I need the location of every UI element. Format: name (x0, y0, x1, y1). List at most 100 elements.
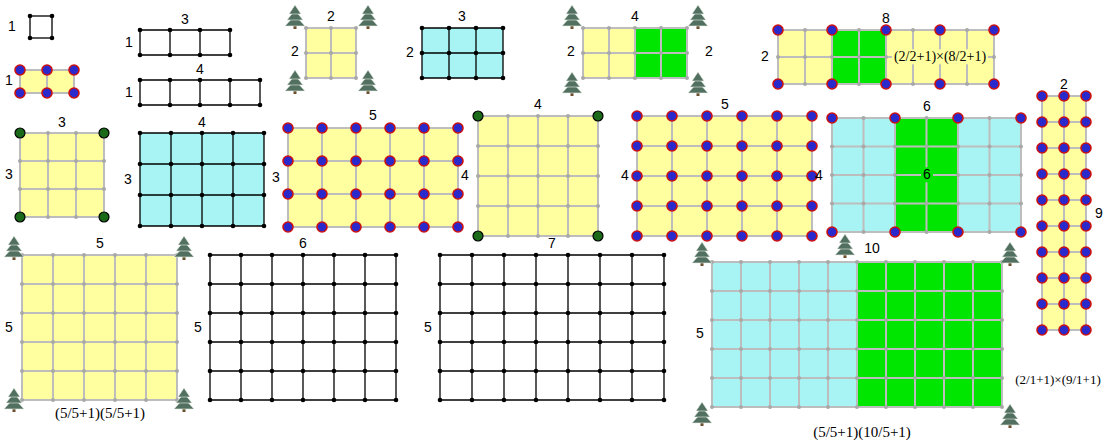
grid-dot (1000, 318, 1004, 322)
square-grid (632, 111, 817, 241)
grid-dot (138, 28, 143, 33)
dimension-label: 3 (58, 115, 66, 130)
grid-dot (200, 162, 205, 167)
grid-dot (168, 53, 173, 58)
grid-dot (797, 289, 801, 293)
grid-dot (502, 282, 507, 287)
grid-line (1085, 96, 1087, 330)
grid-dot (198, 53, 203, 58)
grid-dot (301, 253, 306, 258)
post-dot (667, 141, 677, 151)
grid-dot (830, 173, 834, 177)
grid-dot (855, 289, 859, 293)
pine-tree (285, 5, 305, 29)
grid-line (20, 216, 104, 218)
grid-dot (857, 82, 861, 86)
grid-dot (200, 193, 205, 198)
grid-line (22, 341, 177, 343)
grid-dot (332, 398, 337, 403)
grid-dot (566, 369, 571, 374)
post-dot (953, 227, 963, 237)
dimension-label: 4 (631, 9, 639, 24)
post-dot (1037, 169, 1047, 179)
grid-dot (633, 76, 637, 80)
grid-line (201, 133, 202, 226)
grid-dot (913, 376, 917, 380)
post-dot (385, 222, 395, 232)
grid-line (29, 16, 30, 38)
grid-dot (363, 340, 368, 345)
grid-dot (925, 202, 929, 206)
grid-line (957, 118, 959, 232)
grid-line (478, 115, 598, 117)
grid-dot (971, 289, 975, 293)
grid-fill (712, 262, 857, 407)
grid-line (103, 133, 105, 217)
dimension-label: 5 (369, 108, 377, 123)
grid-dot (596, 144, 600, 148)
dimension-label: 1 (125, 35, 133, 50)
post-dot (1037, 247, 1047, 257)
grid-dot (988, 116, 992, 120)
grid-line (827, 262, 829, 407)
grid-dot (534, 253, 539, 258)
grid-dot (447, 76, 452, 81)
grid-line (20, 188, 104, 190)
grid-line (209, 255, 210, 400)
grid-dot (420, 51, 425, 56)
grid-line (832, 231, 1021, 233)
grid-dot (175, 340, 179, 344)
grid-fill (886, 30, 994, 84)
grid-dot (630, 340, 635, 345)
grid-line (631, 255, 632, 400)
grid-dot (506, 234, 510, 238)
post-dot (453, 189, 463, 199)
grid-dot (304, 26, 308, 30)
grid-dot (710, 347, 714, 351)
grid-dot (102, 159, 106, 163)
grid-dot (138, 103, 143, 108)
grid-dot (566, 114, 570, 118)
post-dot (69, 65, 79, 75)
dimension-label: 2 (761, 49, 769, 64)
grid-dot (144, 398, 148, 402)
post-dot (935, 25, 945, 35)
grid-fill (857, 262, 1002, 407)
grid-line (583, 77, 687, 79)
grid-dot (598, 398, 603, 403)
grid-dot (169, 193, 174, 198)
grid-dot (662, 369, 667, 374)
grid-line (608, 28, 610, 78)
grid-line (831, 118, 833, 232)
post-dot (667, 231, 677, 241)
grid-dot (476, 174, 480, 178)
grid-dot (470, 398, 475, 403)
grid-line (199, 30, 200, 55)
post-dot (283, 222, 293, 232)
grid-dot (46, 131, 50, 135)
grid-dot (913, 289, 917, 293)
grid-dot (46, 215, 50, 219)
grid-dot (768, 376, 772, 380)
grid-line (637, 235, 812, 237)
post-dot (453, 222, 463, 232)
grid-dot (659, 51, 663, 55)
pine-tree (692, 242, 712, 266)
grid-dot (1000, 376, 1004, 380)
grid-line (1063, 96, 1065, 330)
grid-dot (913, 260, 917, 264)
area-formula: (2/1+1)×(9/1+1) (1015, 373, 1101, 387)
grid-dot (470, 340, 475, 345)
grid-dot (270, 282, 275, 287)
square-grid (1037, 91, 1091, 335)
grid-dot (988, 173, 992, 177)
grid-dot (168, 78, 173, 83)
grid-line (75, 133, 77, 217)
post-dot (772, 111, 782, 121)
grid-dot (992, 55, 996, 59)
dimension-label: 4 (198, 115, 206, 130)
grid-dot (301, 311, 306, 316)
grid-dot (502, 253, 507, 258)
post-dot (42, 65, 52, 75)
grid-dot (830, 55, 834, 59)
